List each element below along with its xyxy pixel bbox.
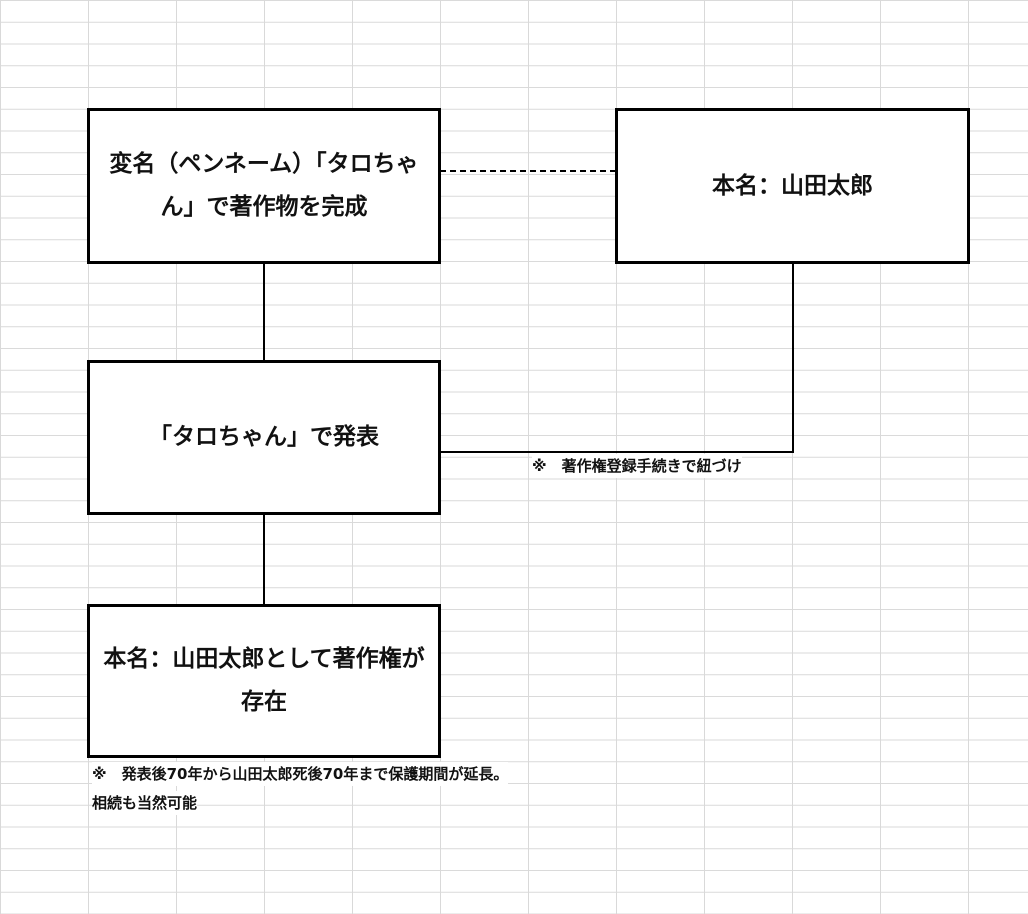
note-extension: ※ 発表後70年から山田太郎死後70年まで保護期間が延長。 — [92, 762, 509, 786]
box-pen-name-work-text: 変名（ペンネーム）「タロちゃん」で著作物を完成 — [109, 151, 419, 220]
box-real-name: 本名：山田太郎 — [615, 108, 970, 264]
box-pen-name-work: 変名（ペンネーム）「タロちゃん」で著作物を完成 — [87, 108, 441, 264]
box-copyright: 本名：山田太郎として著作権が存在 — [87, 604, 441, 758]
box-real-name-text: 本名：山田太郎 — [712, 172, 873, 199]
dashed-link-pen-to-real-name — [440, 170, 616, 172]
connector-publish-to-real-name — [440, 451, 794, 453]
note-registration: ※ 著作権登録手続きで紐づけ — [532, 454, 742, 478]
connector-pen-to-publish — [263, 262, 265, 362]
box-publish-text: 「タロちゃん」で発表 — [149, 424, 379, 450]
connector-real-name-down — [792, 262, 794, 453]
box-copyright-text: 本名：山田太郎として著作権が存在 — [103, 646, 425, 715]
connector-publish-to-copyright — [263, 513, 265, 606]
note-inheritance: 相続も当然可能 — [92, 791, 198, 815]
box-publish: 「タロちゃん」で発表 — [87, 360, 441, 515]
